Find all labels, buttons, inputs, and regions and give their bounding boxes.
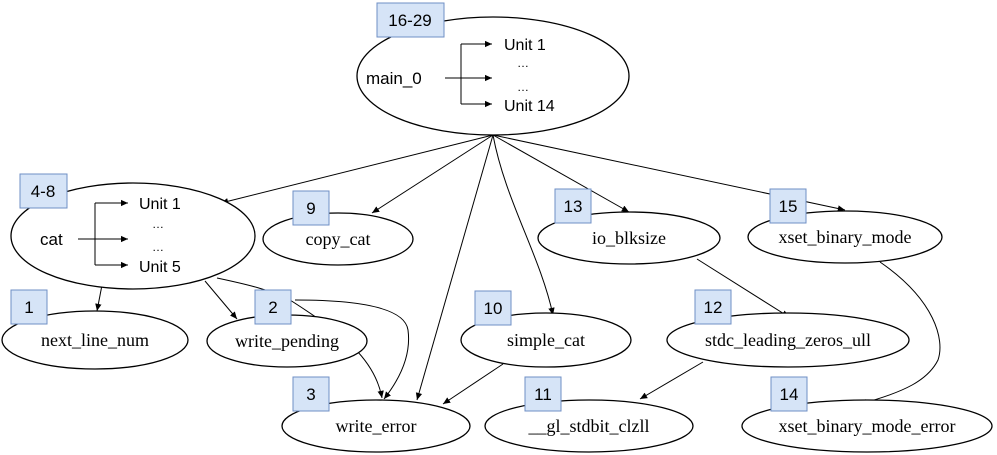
badge-stdc-leading-zeros-ull: 12: [694, 289, 732, 325]
node-simple-cat-label: simple_cat: [507, 330, 585, 350]
svg-text:16-29: 16-29: [388, 11, 431, 30]
node-gl-stdbit-clzll[interactable]: __gl_stdbit_clzll: [484, 399, 694, 453]
node-write-error[interactable]: write_error: [281, 399, 471, 453]
node-next-line-num[interactable]: next_line_num: [1, 310, 189, 370]
node-gl-stdbit-clzll-label: __gl_stdbit_clzll: [528, 416, 650, 436]
node-cat-unit-first: Unit 1: [139, 196, 181, 213]
edge-cat-to-write-pending: [204, 280, 238, 320]
badge-write-pending: 2: [254, 289, 292, 325]
edge-write-pending-to-write-error: [294, 299, 410, 400]
edge-main-to-io-blksize: [492, 134, 630, 213]
node-io-blksize[interactable]: io_blksize: [537, 211, 721, 265]
svg-text:1: 1: [24, 298, 33, 317]
node-main-unit-last: Unit 14: [504, 98, 555, 115]
badge-next-line-num: 1: [10, 289, 48, 325]
node-write-pending-label: write_pending: [235, 331, 339, 351]
edge-xset-to-xset-error: [859, 261, 941, 406]
node-write-error-label: write_error: [336, 416, 417, 436]
badge-xset-binary-mode: 15: [769, 188, 807, 224]
node-main-unit-ellipsis-1: …: [517, 56, 529, 70]
node-write-pending[interactable]: write_pending: [206, 314, 368, 368]
svg-text:10: 10: [484, 299, 503, 318]
node-cat-label: cat: [40, 230, 63, 249]
svg-text:11: 11: [534, 385, 552, 404]
edge-stdc-to-gl-stdbit: [639, 361, 704, 400]
node-copy-cat-label: copy_cat: [306, 229, 371, 249]
edge-main-to-write-error: [415, 134, 494, 401]
node-xset-binary-mode-error-label: xset_binary_mode_error: [779, 416, 956, 436]
node-copy-cat[interactable]: copy_cat: [262, 212, 414, 266]
edge-cat-to-next-line-num: [95, 284, 103, 312]
svg-text:13: 13: [564, 197, 583, 216]
svg-text:9: 9: [306, 199, 315, 218]
edge-cat-to-write-error: [216, 277, 384, 399]
badge-gl-stdbit-clzll: 11: [524, 376, 562, 412]
badge-main: 16-29: [376, 2, 445, 38]
badge-copy-cat: 9: [292, 190, 330, 226]
badge-xset-binary-mode-error: 14: [770, 376, 808, 412]
svg-text:12: 12: [704, 298, 723, 317]
node-stdc-leading-zeros-ull-label: stdc_leading_zeros_ull: [705, 330, 871, 350]
node-main-label: main_0: [366, 69, 422, 88]
svg-text:15: 15: [779, 197, 798, 216]
node-main-unit-ellipsis-2: …: [517, 80, 529, 94]
svg-text:3: 3: [306, 385, 315, 404]
node-main-unit-first: Unit 1: [504, 37, 546, 54]
edge-main-to-cat: [220, 134, 494, 205]
svg-text:4-8: 4-8: [31, 182, 56, 201]
node-xset-binary-mode-error[interactable]: xset_binary_mode_error: [741, 399, 993, 453]
node-main[interactable]: main_0 Unit 1 … … Unit 14: [356, 16, 630, 136]
badges: 16-29 4-8 9 13 15 1 2 10: [10, 2, 808, 412]
node-next-line-num-label: next_line_num: [41, 330, 149, 350]
node-cat-unit-ellipsis-2: …: [152, 240, 164, 254]
node-cat-unit-ellipsis-1: …: [152, 217, 164, 231]
node-xset-binary-mode[interactable]: xset_binary_mode: [747, 210, 943, 264]
node-xset-binary-mode-label: xset_binary_mode: [779, 227, 912, 247]
svg-text:2: 2: [268, 298, 277, 317]
svg-text:14: 14: [780, 385, 799, 404]
node-simple-cat[interactable]: simple_cat: [460, 312, 632, 368]
edge-main-to-copy-cat: [371, 134, 494, 214]
edge-main-to-simple-cat: [492, 134, 555, 316]
edge-simple-cat-to-write-error: [442, 363, 504, 405]
badge-cat: 4-8: [19, 173, 68, 209]
badge-io-blksize: 13: [554, 188, 592, 224]
badge-write-error: 3: [292, 376, 330, 412]
node-stdc-leading-zeros-ull[interactable]: stdc_leading_zeros_ull: [666, 312, 910, 368]
node-cat[interactable]: cat Unit 1 … … Unit 5: [10, 182, 256, 290]
node-io-blksize-label: io_blksize: [592, 228, 666, 248]
edges: [95, 134, 941, 406]
node-cat-unit-last: Unit 5: [139, 259, 181, 276]
edge-io-blksize-to-stdc: [696, 258, 790, 318]
badge-simple-cat: 10: [474, 290, 512, 326]
